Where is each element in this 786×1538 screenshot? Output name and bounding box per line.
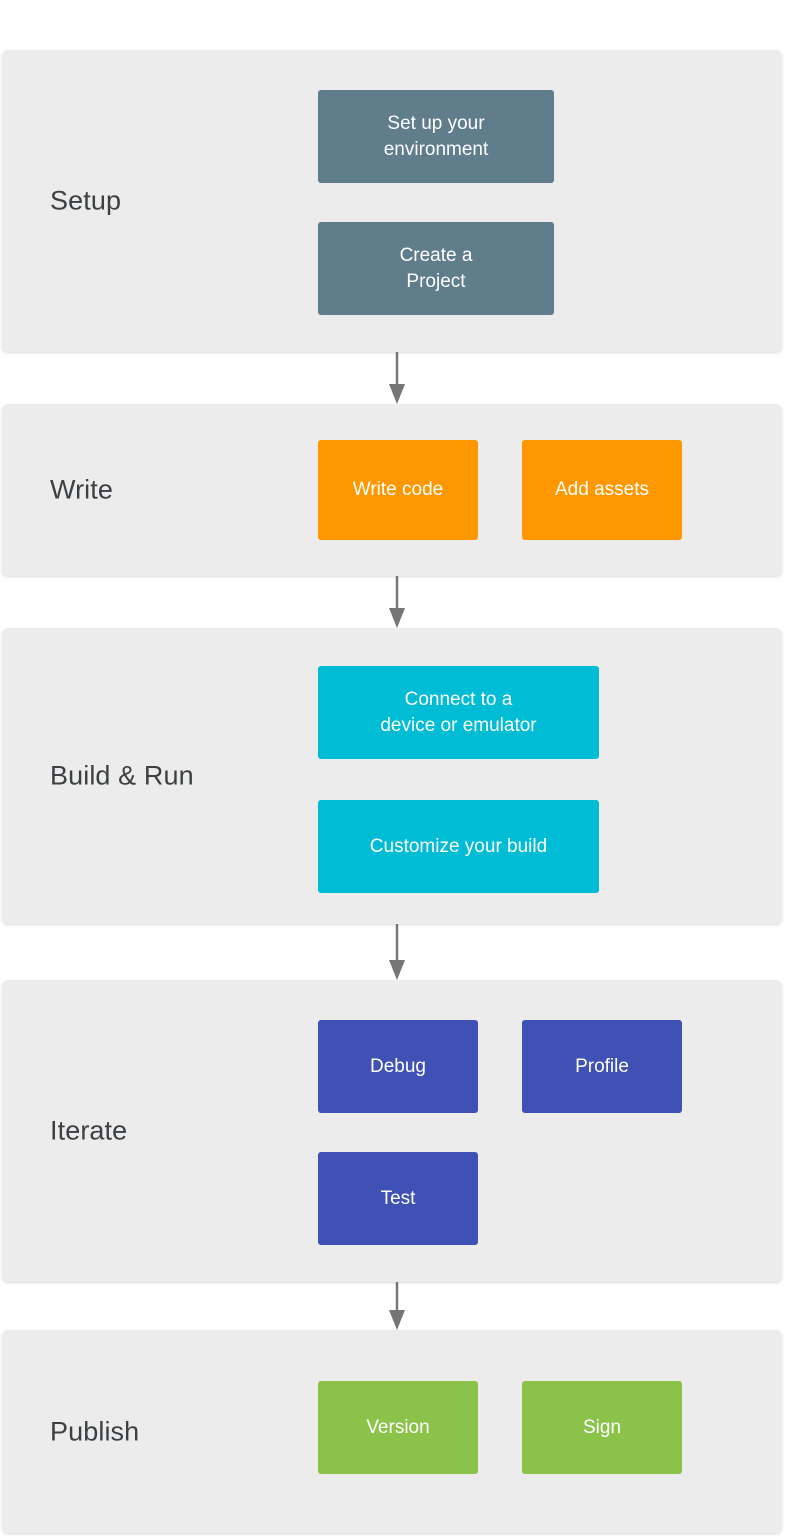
stage-label-setup: Setup: [50, 185, 122, 216]
tile-test[interactable]: Test: [318, 1152, 478, 1245]
arrow-setup-to-write: [388, 352, 406, 404]
tile-create-a-project[interactable]: Create a Project: [318, 222, 554, 315]
stage-panel-publish: Publish Version Sign: [2, 1330, 782, 1533]
stage-panel-build-and-run: Build & Run Connect to a device or emulat…: [2, 628, 782, 924]
tile-sign[interactable]: Sign: [522, 1381, 682, 1474]
stage-label-iterate: Iterate: [50, 1115, 128, 1146]
tile-group-publish: Version Sign: [318, 1330, 782, 1533]
tile-add-assets[interactable]: Add assets: [522, 440, 682, 540]
stage-label-build-and-run: Build & Run: [50, 760, 194, 791]
tile-customize-your-build[interactable]: Customize your build: [318, 800, 599, 893]
tile-write-code[interactable]: Write code: [318, 440, 478, 540]
tile-connect-to-a-device-or-emulator[interactable]: Connect to a device or emulator: [318, 666, 599, 759]
tile-profile[interactable]: Profile: [522, 1020, 682, 1113]
tile-debug[interactable]: Debug: [318, 1020, 478, 1113]
stage-label-publish: Publish: [50, 1416, 140, 1446]
stage-panel-write: Write Write code Add assets: [2, 404, 782, 576]
tile-set-up-your-environment[interactable]: Set up your environment: [318, 90, 554, 183]
stage-label-write: Write: [50, 474, 114, 505]
tile-version[interactable]: Version: [318, 1381, 478, 1474]
tile-group-write: Write code Add assets: [318, 404, 782, 576]
arrow-build-and-run-to-iterate: [388, 924, 406, 980]
arrow-write-to-build-and-run: [388, 576, 406, 628]
arrow-iterate-to-publish: [388, 1282, 406, 1330]
